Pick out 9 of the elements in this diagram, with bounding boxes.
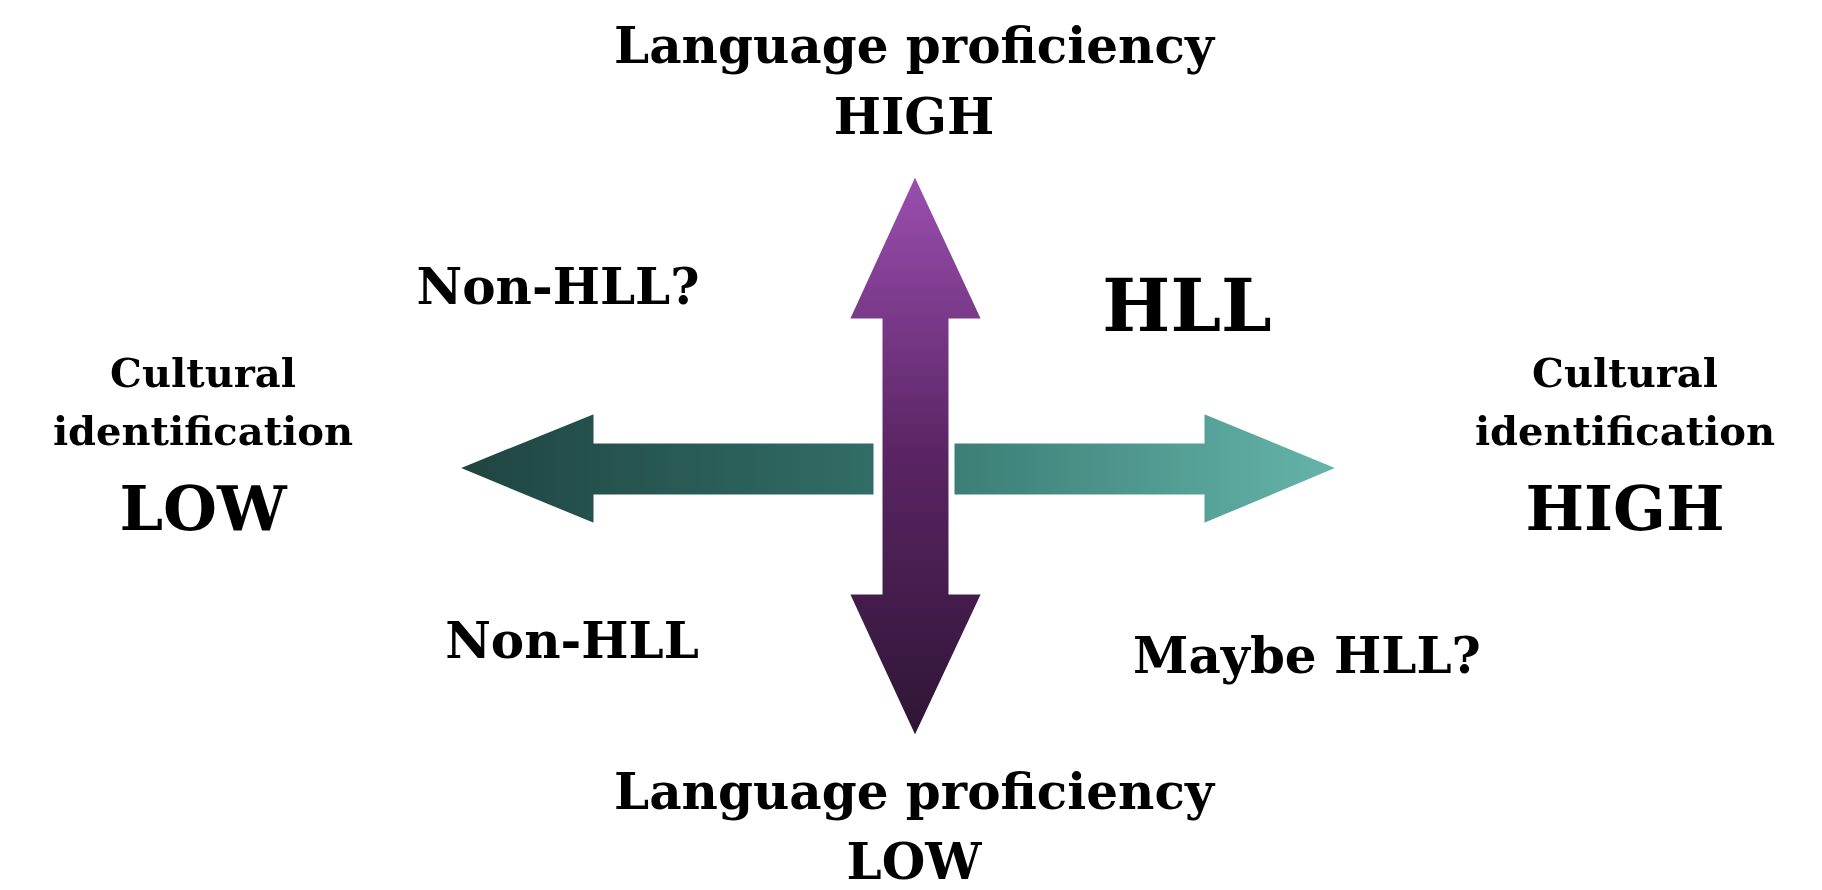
axis-label: HIGH — [833, 92, 995, 142]
axis-label: LOW — [119, 478, 287, 540]
quadrant-label: Non-HLL? — [416, 262, 700, 312]
axis-label: HIGH — [1525, 478, 1725, 540]
axis-label: Cultural identification — [51, 348, 355, 456]
axis-label: LOW — [846, 837, 982, 887]
quadrant-label: HLL — [1102, 270, 1272, 342]
quadrant-label: Non-HLL — [445, 616, 699, 666]
axis-label: Cultural identification — [1473, 348, 1777, 456]
